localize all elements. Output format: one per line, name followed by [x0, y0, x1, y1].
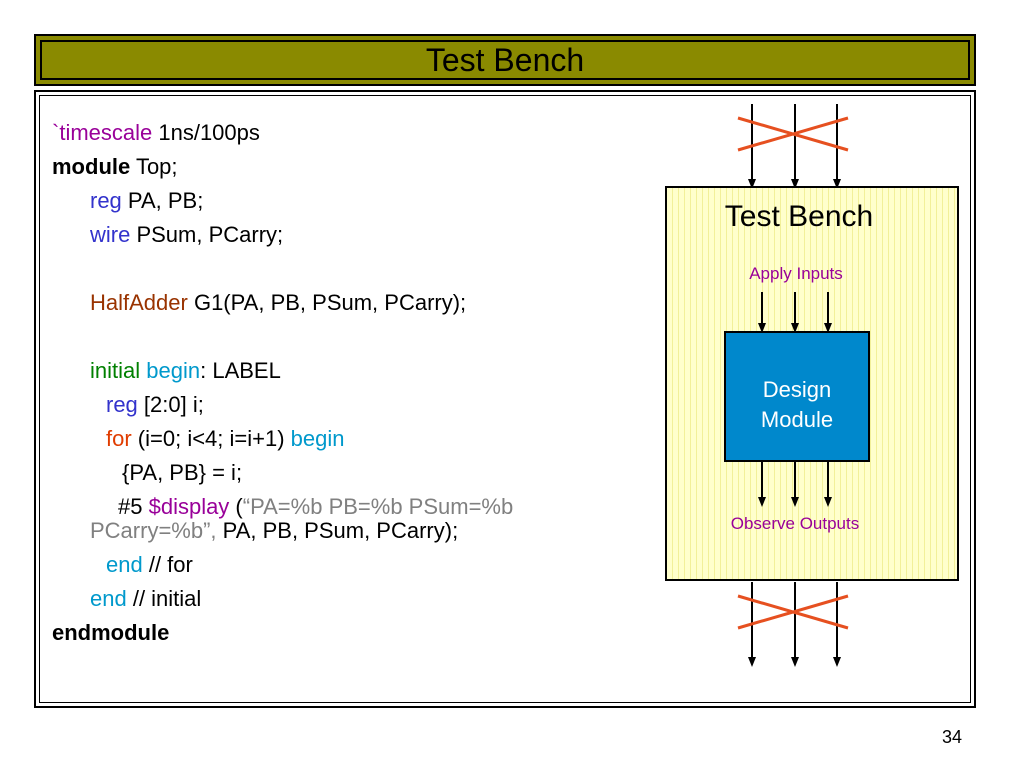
keyword-halfadder: HalfAdder [90, 290, 188, 315]
code-text: PA, PB, PSum, PCarry); [216, 518, 459, 543]
code-block: `timescale 1ns/100ps module Top; reg PA,… [52, 116, 513, 650]
keyword-initial: initial [90, 358, 141, 383]
code-line-5: HalfAdder G1(PA, PB, PSum, PCarry); [52, 286, 513, 320]
code-line-11: PCarry=%b”, PA, PB, PSum, PCarry); [52, 514, 513, 548]
bottom-cross-line-b [737, 594, 849, 630]
slide-title: Test Bench [40, 40, 970, 80]
code-text: (i=0; i<4; i=i+1) [131, 426, 291, 451]
code-line-1: `timescale 1ns/100ps [52, 116, 513, 150]
code-line-8: for (i=0; i<4; i=i+1) begin [52, 422, 513, 456]
code-text: G1(PA, PB, PSum, PCarry); [187, 290, 467, 315]
design-module-label-1: Design [763, 377, 831, 402]
code-text: ( [229, 494, 243, 519]
code-line-4: wire PSum, PCarry; [52, 218, 513, 252]
code-line-7: reg [2:0] i; [52, 388, 513, 422]
code-line-2: module Top; [52, 150, 513, 184]
content-frame-inner [39, 95, 971, 703]
code-text: : LABEL [200, 358, 281, 383]
string-literal: PCarry=%b”, [90, 518, 217, 543]
code-line-9: {PA, PB} = i; [52, 456, 513, 490]
code-text: PA, PB; [121, 188, 204, 213]
code-text: // for [142, 552, 193, 577]
code-line-3: reg PA, PB; [52, 184, 513, 218]
bench-title: Test Bench [725, 200, 873, 233]
keyword-for: for [106, 426, 132, 451]
keyword-reg: reg [106, 392, 138, 417]
content-frame [34, 90, 976, 708]
keyword-begin: begin [146, 358, 201, 383]
code-text: // initial [126, 586, 202, 611]
keyword-wire: wire [90, 222, 131, 247]
design-module-label-2: Module [761, 407, 833, 432]
code-line-14: endmodule [52, 616, 513, 650]
apply-inputs-label: Apply Inputs [749, 264, 843, 283]
observe-outputs-label: Observe Outputs [731, 514, 860, 533]
string-literal: “PA=%b PB=%b PSum=%b [242, 494, 514, 519]
code-text: PSum, PCarry; [130, 222, 284, 247]
keyword-endmodule: endmodule [52, 620, 170, 645]
code-text: [2:0] i; [137, 392, 204, 417]
page-number: 34 [941, 727, 962, 747]
code-text: 1ns/100ps [152, 120, 260, 145]
keyword-display: $display [148, 494, 230, 519]
keyword-end: end [90, 586, 127, 611]
keyword-end: end [106, 552, 143, 577]
keyword-begin: begin [290, 426, 345, 451]
keyword-timescale: `timescale [52, 120, 153, 145]
code-line-10: #5 $display (“PA=%b PB=%b PSum=%b [52, 490, 513, 524]
code-text: #5 [118, 494, 149, 519]
code-line-13: end // initial [52, 582, 513, 616]
keyword-reg: reg [90, 188, 122, 213]
code-line-6: initial begin: LABEL [52, 354, 513, 388]
design-module-box [724, 331, 870, 462]
code-text: Top; [130, 154, 178, 179]
code-text: {PA, PB} = i; [122, 460, 243, 485]
code-line-12: end // for [52, 548, 513, 582]
top-cross-line-b [737, 116, 849, 152]
title-bar: Test Bench [34, 34, 976, 86]
keyword-module: module [52, 154, 131, 179]
